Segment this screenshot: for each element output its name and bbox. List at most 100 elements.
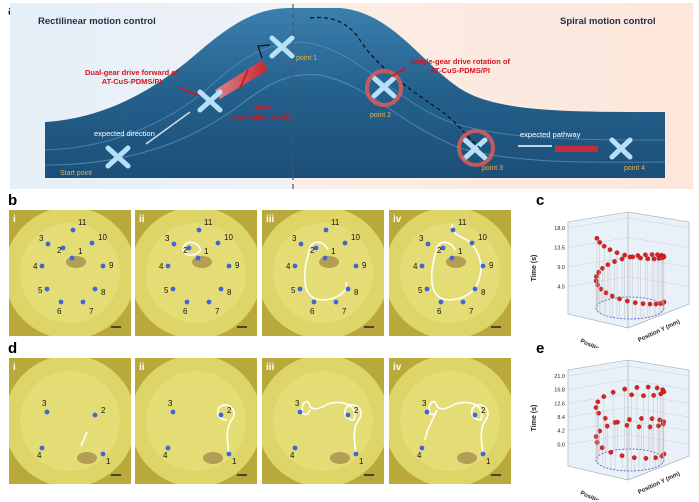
data-point — [612, 420, 618, 425]
subpanel-label: iii — [266, 214, 275, 225]
path-point-2 — [186, 245, 192, 251]
path-point-3 — [425, 241, 431, 247]
subpanel-label: ii — [139, 214, 145, 225]
path-point-7 — [333, 299, 339, 305]
panel-b-label: b — [8, 192, 18, 209]
data-point — [649, 252, 655, 257]
point-number-1: 1 — [331, 247, 336, 256]
point-number-10: 10 — [351, 233, 360, 242]
path-point-9 — [353, 263, 359, 269]
point-number-3: 3 — [168, 399, 173, 408]
path-point-3 — [297, 409, 303, 415]
point-number-9: 9 — [109, 261, 114, 270]
data-point — [603, 290, 609, 296]
data-point — [593, 405, 599, 410]
path-point-4 — [39, 445, 45, 451]
data-point — [645, 384, 651, 390]
path-point-3 — [45, 241, 51, 247]
data-point — [608, 449, 614, 455]
point-number-3: 3 — [295, 399, 300, 408]
point1-label: point 1 — [296, 55, 318, 62]
point-number-4: 4 — [159, 262, 164, 271]
laser-beam — [215, 60, 268, 99]
point-number-5: 5 — [291, 286, 296, 295]
point-number-6: 6 — [183, 307, 188, 316]
point-number-8: 8 — [481, 288, 486, 297]
panel-a-illustration — [10, 3, 693, 190]
path-point-2 — [472, 412, 478, 418]
data-point — [597, 240, 603, 245]
path-point-4 — [165, 263, 171, 269]
path-point-7 — [80, 299, 86, 305]
data-point — [632, 300, 638, 306]
path-point-1 — [100, 451, 106, 457]
path-point-1 — [353, 451, 359, 457]
point-number-2: 2 — [481, 406, 486, 415]
data-point — [645, 256, 651, 262]
point-number-4: 4 — [37, 451, 42, 460]
data-point — [619, 256, 625, 262]
path-point-9 — [480, 263, 486, 269]
point-number-4: 4 — [163, 451, 168, 460]
panel-e-label: e — [536, 340, 545, 357]
data-point — [634, 385, 640, 390]
point-number-1: 1 — [232, 457, 237, 466]
data-point — [656, 256, 662, 261]
path-point-11 — [196, 227, 202, 233]
y-axis-label: Position Y (mm) — [637, 319, 681, 344]
z-axis-label: Time (s) — [531, 255, 538, 282]
path-point-6 — [311, 299, 317, 305]
point-number-2: 2 — [354, 406, 359, 415]
data-point — [657, 301, 663, 306]
z-tick-label: 12.6 — [554, 401, 565, 407]
point-number-1: 1 — [359, 457, 364, 466]
subpanel-label: ii — [139, 362, 145, 373]
subpanel-label: iv — [393, 362, 402, 373]
x-axis-label: Position X (mm) — [579, 338, 623, 348]
data-point — [647, 301, 653, 307]
data-point — [651, 256, 657, 262]
path-point-1 — [195, 255, 201, 261]
path-point-5 — [424, 286, 430, 292]
data-point — [647, 424, 653, 430]
panel-c-label: c — [536, 192, 545, 209]
data-point — [601, 394, 607, 399]
path-point-8 — [92, 286, 98, 292]
data-point — [639, 416, 644, 421]
z-tick-label: 9.0 — [557, 265, 565, 271]
path-point-9 — [100, 263, 106, 269]
path-point-2 — [440, 245, 446, 251]
point-number-3: 3 — [42, 399, 47, 408]
path-point-2 — [345, 412, 351, 418]
data-point — [658, 391, 664, 397]
path-point-1 — [449, 255, 455, 261]
data-point — [622, 386, 628, 392]
data-point — [612, 259, 617, 264]
point-number-4: 4 — [286, 262, 291, 271]
point-number-6: 6 — [310, 307, 315, 316]
path-point-7 — [460, 299, 466, 305]
path-point-8 — [345, 286, 351, 292]
data-point — [624, 298, 630, 304]
data-point — [602, 415, 608, 421]
path-point-3 — [171, 241, 177, 247]
data-point — [617, 296, 622, 302]
path-point-10 — [342, 240, 348, 246]
subpanel-label: i — [13, 214, 16, 225]
point-number-2: 2 — [310, 246, 315, 255]
path-point-1 — [322, 255, 328, 261]
data-point — [622, 252, 628, 258]
point-number-2: 2 — [227, 406, 232, 415]
point-number-4: 4 — [290, 451, 295, 460]
path-point-10 — [89, 240, 95, 246]
data-point — [607, 247, 613, 253]
data-point — [641, 393, 646, 399]
path-point-1 — [480, 451, 486, 457]
path-point-4 — [39, 263, 45, 269]
point-number-4: 4 — [33, 262, 38, 271]
data-point — [624, 423, 630, 428]
